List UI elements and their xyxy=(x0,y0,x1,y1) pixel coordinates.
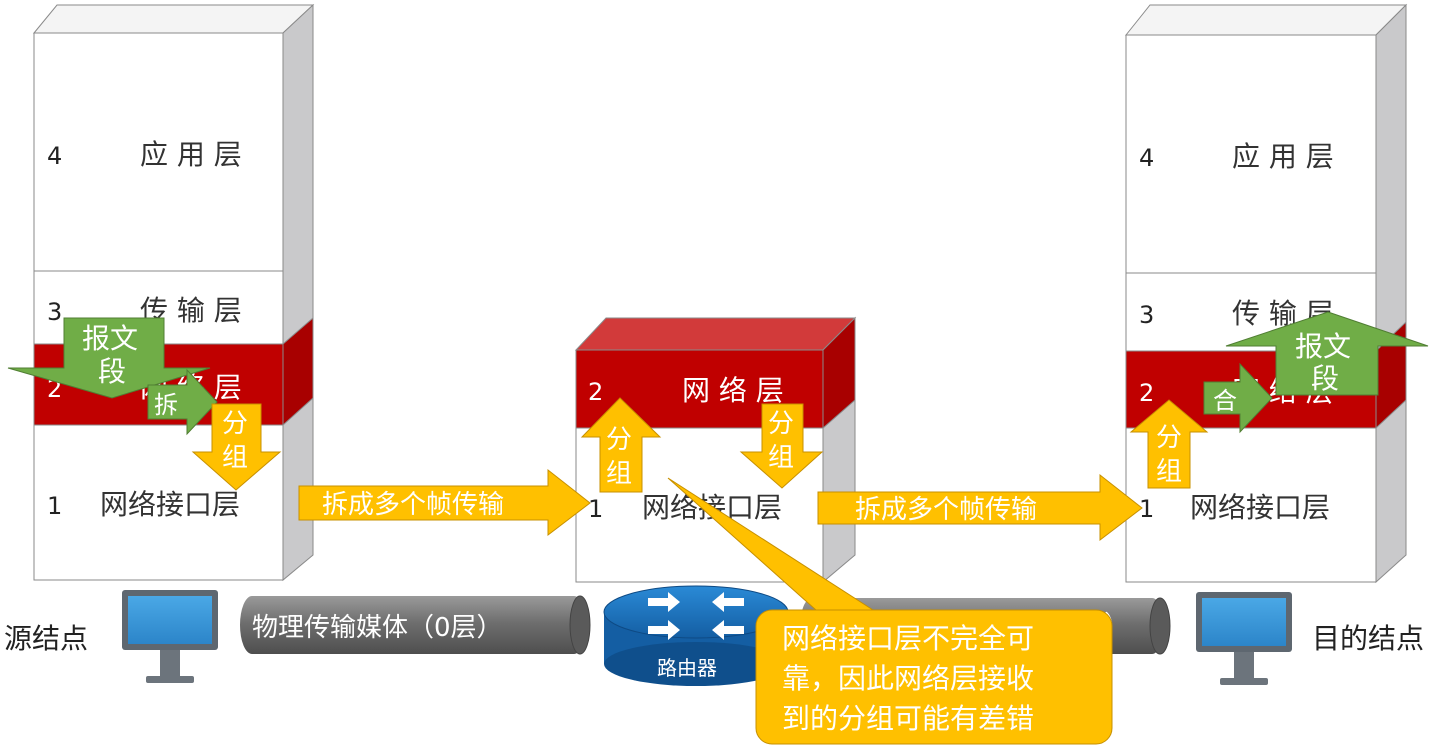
router-arrows-icon xyxy=(648,592,744,640)
dest-merge-arrow: 合 xyxy=(1203,362,1273,434)
frame-arrow-2-label: 拆成多个帧传输 xyxy=(855,495,1037,525)
source-packet-label-2: 组 xyxy=(222,443,248,473)
source-layer-4-number: 4 xyxy=(47,142,62,170)
router-down-label-1: 分 xyxy=(768,409,794,439)
dest-packet-up-arrow: 分 组 xyxy=(1129,399,1209,489)
router-layer-1-number: 1 xyxy=(588,495,603,523)
frame-arrow-2: 拆成多个帧传输 xyxy=(817,473,1143,542)
callout-line-3: 到的分组可能有差错 xyxy=(782,702,1034,735)
dest-layer-4-number: 4 xyxy=(1139,144,1154,172)
router-device: 路由器 xyxy=(603,585,789,686)
router-layer-2-number: 2 xyxy=(588,378,603,406)
source-layer-3-number: 3 xyxy=(47,298,62,326)
source-split-arrow: 拆 xyxy=(147,368,218,436)
dest-layer-2-number: 2 xyxy=(1139,379,1154,407)
source-computer-icon xyxy=(122,590,218,683)
dest-computer-icon xyxy=(1196,592,1292,685)
source-split-label: 拆 xyxy=(154,391,178,419)
dest-layer-1-name: 网络接口层 xyxy=(1190,491,1330,524)
router-up-label-2: 组 xyxy=(606,459,632,489)
dest-node-stack: 4 应 用 层 3 传 输 层 2 网 络 层 1 网络接口层 xyxy=(1124,3,1408,584)
dest-layer-1-number: 1 xyxy=(1139,495,1154,523)
frame-arrow-1-label: 拆成多个帧传输 xyxy=(322,490,504,520)
frame-arrow-1: 拆成多个帧传输 xyxy=(298,468,591,537)
dest-segment-label-1: 报文 xyxy=(1295,330,1351,363)
callout-line-2: 靠，因此网络层接收 xyxy=(782,662,1034,695)
source-packet-label-1: 分 xyxy=(222,409,248,439)
source-packet-down-arrow: 分 组 xyxy=(191,403,282,491)
callout-bubble: 网络接口层不完全可 靠，因此网络层接收 到的分组可能有差错 xyxy=(667,477,1113,745)
dest-layer-3-number: 3 xyxy=(1139,301,1154,329)
source-layer-1-name: 网络接口层 xyxy=(100,488,240,521)
source-segment-label-1: 报文 xyxy=(82,322,138,355)
physical-medium-label-1: 物理传输媒体（0层） xyxy=(252,613,503,643)
dest-segment-up-arrow: 报文 段 xyxy=(1225,311,1429,396)
physical-medium-pipe-1: 物理传输媒体（0层） xyxy=(240,595,591,655)
callout-line-1: 网络接口层不完全可 xyxy=(782,622,1034,655)
dest-node-label: 目的结点 xyxy=(1312,622,1424,655)
dest-layer-4 xyxy=(1125,34,1377,274)
dest-layer-4-name: 应 用 层 xyxy=(1232,140,1334,173)
source-layer-4-name: 应 用 层 xyxy=(140,138,242,171)
source-segment-arrow: 报文 段 xyxy=(7,317,211,399)
dest-up-label-1: 分 xyxy=(1156,423,1182,453)
source-node-stack: 4 应 用 层 3 传 输 层 2 网 络 层 1 网络接口层 xyxy=(32,3,315,582)
router-up-label-1: 分 xyxy=(606,425,632,455)
router-label: 路由器 xyxy=(657,656,717,680)
source-node-label: 源结点 xyxy=(4,622,88,655)
source-layer-4 xyxy=(33,32,284,272)
source-layer-1-number: 1 xyxy=(47,492,62,520)
dest-up-label-2: 组 xyxy=(1156,457,1182,487)
router-packet-up-arrow: 分 组 xyxy=(580,397,662,493)
router-down-label-2: 组 xyxy=(768,443,794,473)
dest-segment-label-2: 段 xyxy=(1311,362,1339,395)
dest-merge-label: 合 xyxy=(1213,387,1237,415)
router-packet-down-arrow: 分 组 xyxy=(739,403,824,489)
source-segment-label-2: 段 xyxy=(98,355,126,388)
router-layer-2-name: 网 络 层 xyxy=(682,374,784,407)
